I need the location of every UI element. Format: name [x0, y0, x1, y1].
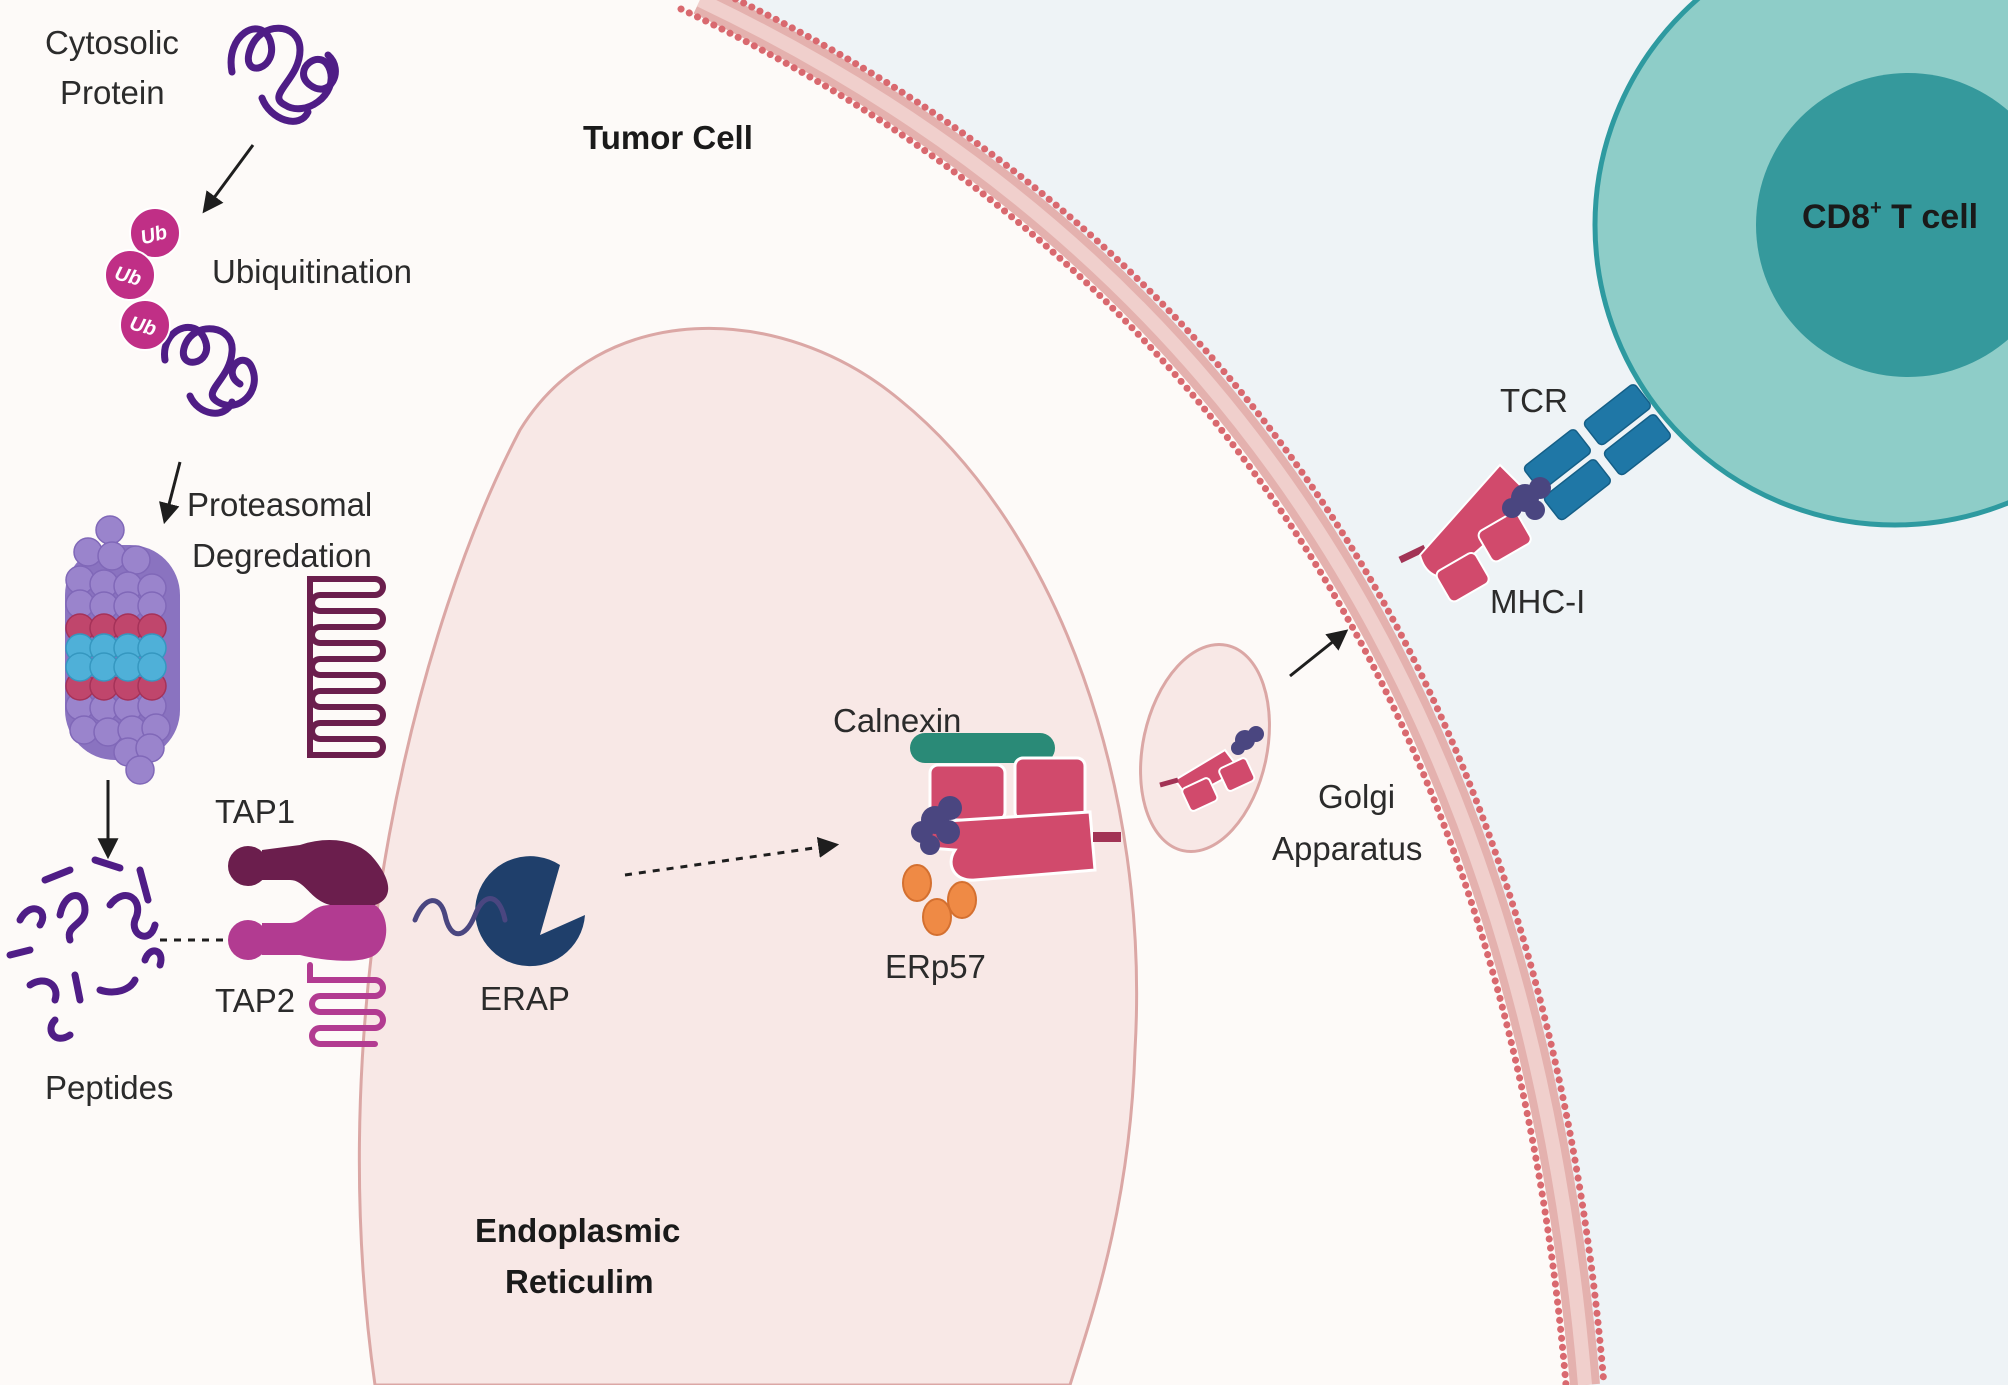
pathway-arrows	[97, 144, 1349, 942]
erap-icon	[412, 856, 585, 967]
tumor-cell-label: Tumor Cell	[583, 119, 753, 156]
er-label-line2: Reticulim	[505, 1263, 654, 1300]
cd8-t-cell-label: CD8+ T cell	[1802, 197, 1978, 236]
proteasome-blue-beads	[65, 633, 167, 682]
tap2-nbd	[228, 920, 268, 960]
cd8-t-cell	[1592, 0, 2008, 528]
endoplasmic-reticulum	[357, 326, 1139, 1385]
tap1-nbd	[228, 846, 268, 886]
golgi-mhc-icon	[1159, 726, 1264, 812]
tcr-label: TCR	[1500, 382, 1568, 419]
tap2-label: TAP2	[215, 982, 295, 1019]
peptide-blob-icon	[1502, 477, 1551, 520]
ubiquitin-icon	[129, 207, 181, 259]
golgi-label-line2: Apparatus	[1272, 830, 1422, 867]
tap-transporter	[228, 576, 389, 1047]
tap2-body	[262, 905, 387, 961]
er-label-line1: Endoplasmic	[475, 1212, 680, 1249]
cytosolic-protein-label-line1: Cytosolic	[45, 24, 179, 61]
erp57-icon	[902, 864, 977, 936]
golgi-label-line1: Golgi	[1318, 778, 1395, 815]
plasma-membrane	[677, 0, 1608, 1385]
proteasome-icon	[65, 515, 180, 785]
tcr-icon	[1523, 384, 1671, 521]
tap1-label: TAP1	[215, 793, 295, 830]
ubiquitin-icon	[104, 249, 156, 301]
cytosolic-protein-label-line2: Protein	[60, 74, 165, 111]
tap2-helices	[307, 962, 386, 1047]
proteasome-purple-beads	[65, 515, 171, 785]
ubiquitinated-protein-icon: Ub Ub Ub	[104, 207, 258, 417]
proteasomal-label-line2: Degredation	[192, 537, 372, 574]
erp57-label: ERp57	[885, 948, 986, 985]
arrow-protein-to-ubiquitination	[202, 144, 255, 214]
labels: Cytosolic Protein Tumor Cell Ubiquitinat…	[45, 24, 1978, 1300]
surface-mhc-i-icon	[1398, 463, 1537, 603]
peptide-blob-icon	[911, 796, 962, 855]
tap1-body	[262, 840, 389, 905]
proteasomal-label-line1: Proteasomal	[187, 486, 372, 523]
cytosolic-protein-icon	[227, 24, 339, 125]
calnexin-label: Calnexin	[833, 702, 961, 739]
ubiquitin-icon	[119, 299, 171, 351]
arrow-ubiquitination-to-proteasome	[159, 461, 182, 525]
erap-label: ERAP	[480, 980, 570, 1017]
tap1-helices	[307, 576, 386, 758]
peptides-label: Peptides	[45, 1069, 173, 1106]
golgi-vesicle	[1139, 642, 1271, 854]
ubiquitination-label: Ubiquitination	[212, 253, 412, 290]
arrow-golgi-to-surface	[1289, 629, 1349, 678]
peptides-icon	[6, 856, 165, 1042]
mhc-loading-complex	[902, 733, 1121, 936]
calnexin-icon	[910, 733, 1055, 763]
mhc-i-label: MHC-I	[1490, 583, 1585, 620]
